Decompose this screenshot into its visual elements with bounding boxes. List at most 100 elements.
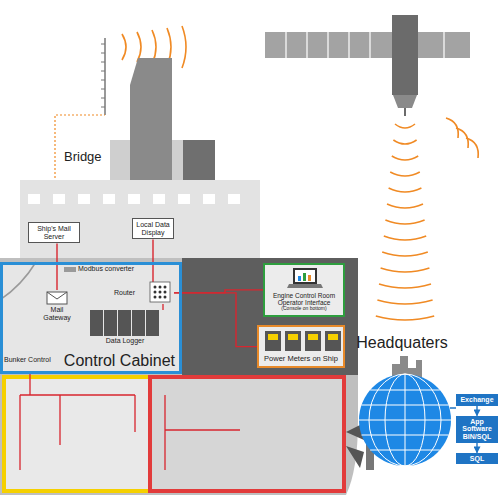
globe-grid [359, 374, 451, 466]
radio-wave [137, 32, 141, 62]
panel-divider [285, 32, 286, 58]
window [28, 194, 40, 204]
hull-room [4, 377, 150, 491]
radio-wave [390, 172, 420, 176]
headquarters-node: Headquaters [352, 334, 452, 468]
satellite-feed [404, 108, 406, 116]
solar-panel [265, 32, 392, 58]
node-text: Exchange [458, 396, 496, 404]
device-icon [259, 327, 347, 355]
icon-part [47, 292, 67, 299]
icon-part [154, 291, 157, 294]
parallel [359, 420, 451, 421]
icon-part [305, 331, 321, 351]
superstructure [20, 180, 260, 258]
window [228, 194, 240, 204]
mast-tick [101, 71, 105, 72]
device-icon [265, 265, 347, 291]
mast-tick [101, 44, 105, 45]
radio-wave [379, 284, 431, 288]
panel-lines [286, 32, 444, 58]
connector [56, 243, 57, 290]
satellite-body [392, 15, 418, 95]
bow-line [0, 262, 36, 300]
radio-wave [466, 138, 478, 158]
icon-part [325, 331, 341, 351]
radio-wave [377, 300, 432, 304]
icon-part [47, 292, 67, 304]
icon-part [295, 270, 315, 282]
icon-part [285, 331, 301, 351]
hull [0, 258, 358, 495]
windows [28, 194, 240, 204]
node-note: (Console on bottom) [267, 306, 341, 312]
radio-wave [387, 204, 423, 208]
gateway-node: Mail Gateway [36, 290, 78, 322]
mast-tick [101, 89, 105, 90]
node-text: Modbus converter [78, 265, 144, 273]
node-text: Power Meters on Ship [261, 355, 341, 363]
server-box: App Software BIN/SQL [456, 416, 498, 443]
icon-part [104, 310, 117, 336]
window [178, 194, 190, 204]
panel-divider [443, 32, 444, 58]
panel-divider [348, 32, 349, 58]
node-text: App Software BIN/SQL [458, 418, 496, 441]
server-box: SQL [456, 453, 498, 465]
icon-part [298, 276, 301, 281]
icon-part [265, 331, 281, 351]
radio-wave [376, 316, 434, 320]
server-box: Exchange [456, 394, 498, 406]
server-box: Ship's Mail Server [28, 222, 80, 243]
connector [476, 443, 477, 453]
radio-wave [392, 156, 418, 160]
panel-divider [369, 32, 370, 58]
parallel [370, 450, 440, 451]
icon-part [164, 296, 167, 299]
icon-part [64, 267, 76, 272]
cabinet-ground [0, 262, 182, 374]
antenna-mast [104, 38, 106, 115]
logger-wiring [162, 304, 163, 310]
icon-part [308, 275, 311, 281]
icon-part [159, 296, 162, 299]
radio-wave [122, 34, 126, 60]
icon-part [293, 268, 317, 284]
node-text: Headquaters [352, 334, 452, 352]
icon-part [146, 310, 159, 336]
node-text: Mail Gateway [38, 306, 76, 321]
hull-room [150, 377, 344, 491]
device-icon [88, 308, 162, 338]
radio-wave [182, 26, 186, 68]
device-icon [62, 264, 78, 276]
parallel [362, 435, 449, 436]
funnel [130, 58, 172, 180]
icon-part [328, 334, 338, 340]
logger-node: Data Logger [88, 308, 162, 346]
window [103, 194, 115, 204]
window [203, 194, 215, 204]
icon-part [164, 286, 167, 289]
radio-wave [395, 124, 415, 128]
device-icon [36, 290, 78, 306]
window [78, 194, 90, 204]
connector [476, 406, 477, 416]
parallel [362, 405, 449, 406]
icon-part [164, 291, 167, 294]
window [53, 194, 65, 204]
icon-part [159, 291, 162, 294]
window [128, 194, 140, 204]
icon-part [90, 310, 103, 336]
icon-part [150, 282, 170, 302]
node-text: Data Logger [90, 337, 160, 345]
mast-tick [101, 80, 105, 81]
icon-part [268, 334, 278, 340]
icon-part [118, 310, 131, 336]
node-text: Engine Control Room Operator Interface [267, 292, 341, 306]
engine-area [182, 258, 358, 375]
converter-label: Modbus converter [62, 264, 146, 274]
panel-divider [327, 32, 328, 58]
router-node: Router [112, 288, 174, 298]
